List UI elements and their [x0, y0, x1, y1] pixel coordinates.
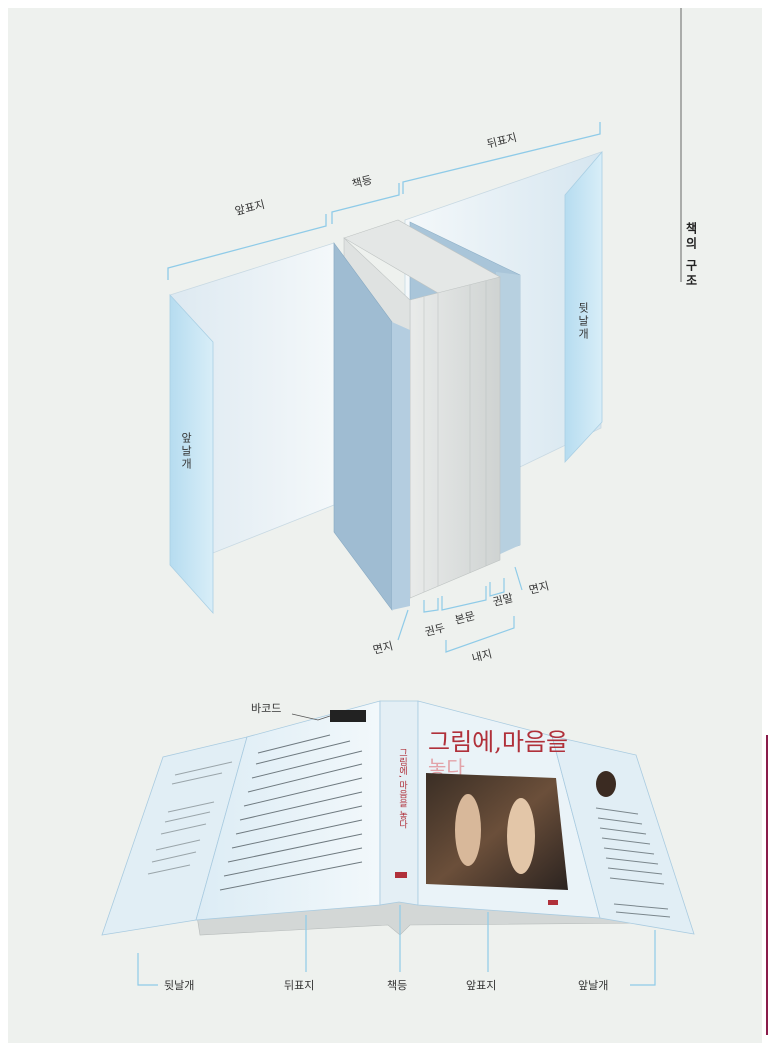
- side-title: 책의 구조: [684, 221, 698, 290]
- painting-figure-1: [455, 794, 481, 866]
- front-flap: [169, 293, 214, 615]
- label-endpaper-back: 면지: [528, 579, 551, 597]
- page-lines: [423, 281, 487, 592]
- page-block-side: [409, 276, 501, 599]
- label-tail: 권말: [492, 591, 515, 609]
- back-flap-text: [147, 761, 233, 875]
- back-endpaper-edge: [496, 272, 520, 556]
- label-head: 권두: [424, 621, 447, 639]
- front-cover-publisher-mark: [548, 900, 558, 905]
- top-brackets: [167, 122, 601, 280]
- front-cover-title-line1: 그림에,마음을: [428, 728, 568, 756]
- label-body: 본문: [454, 609, 477, 627]
- label-front-flap: 앞날개: [180, 432, 193, 471]
- bottom-label-back-flap: 뒷날개: [164, 979, 194, 992]
- front-endpaper-edge: [392, 322, 410, 610]
- bottom-label-front-cover: 앞표지: [466, 979, 496, 992]
- bottom-leader-lines: [137, 905, 656, 986]
- label-inner-pages: 내지: [471, 647, 494, 665]
- spine-logo: [395, 872, 407, 878]
- bottom-front-flap: [551, 735, 695, 935]
- label-barcode: 바코드: [251, 702, 281, 715]
- front-cover-painting: [426, 773, 568, 890]
- bottom-spine: [379, 700, 419, 906]
- bottom-label-back-cover: 뒤표지: [284, 979, 314, 992]
- bottom-brackets: [397, 566, 523, 653]
- back-cover-text: [219, 734, 363, 891]
- barcode-leader: [291, 713, 331, 721]
- bottom-book-diagram: 바코드 그림에, 마음을 놓다 그림에,마음을 놓다: [101, 700, 695, 992]
- spine-title: 그림에, 마음을 놓다: [397, 748, 407, 830]
- label-spine: 책등: [351, 173, 374, 191]
- bottom-label-spine: 책등: [387, 979, 407, 992]
- painting-figure-2: [507, 798, 535, 874]
- right-edge-strip: [766, 735, 768, 1035]
- label-endpaper-front: 면지: [372, 639, 395, 657]
- top-book-diagram: 앞표지 책등 뒤표지 뒷날개 앞날개: [167, 122, 603, 665]
- label-back-flap: 뒷날개: [577, 302, 590, 341]
- front-flap-text: [595, 807, 671, 918]
- barcode: [330, 710, 366, 722]
- back-flap: [564, 150, 603, 464]
- bottom-label-front-flap: 앞날개: [578, 979, 608, 992]
- author-photo: [596, 771, 616, 797]
